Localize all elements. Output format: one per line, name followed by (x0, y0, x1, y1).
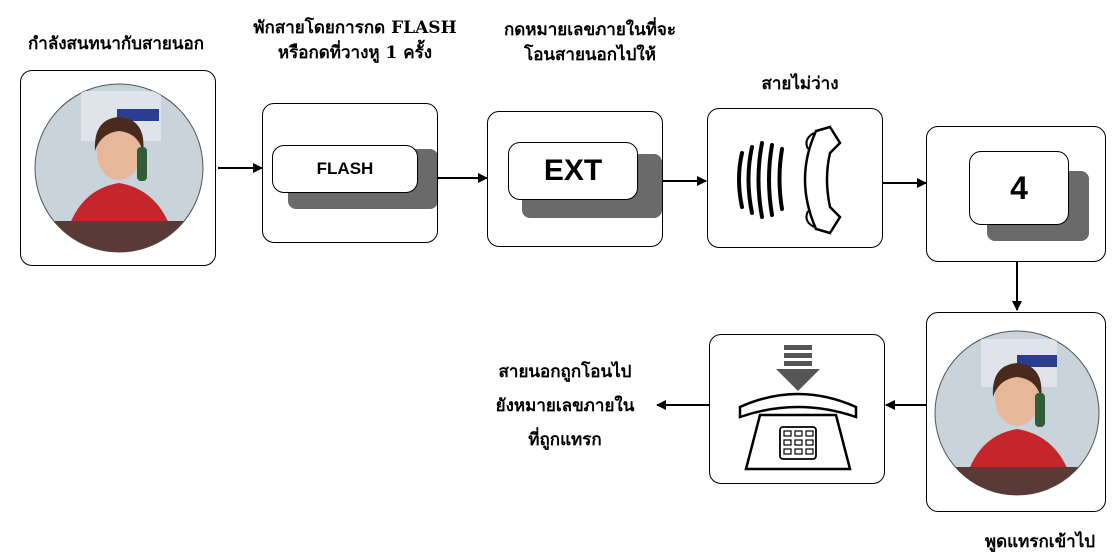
step-intrude-box (926, 312, 1106, 512)
operator-photo-intrude (934, 330, 1100, 496)
label-flash: พักสายโดยการกด FLASH หรือกดที่วางหู 1 คร… (253, 18, 457, 63)
busy-handset-icon (737, 125, 842, 235)
label-intrude: พูดแทรกเข้าไป (984, 532, 1096, 552)
desk-phone-icon (738, 345, 858, 471)
four-key: 4 (969, 151, 1069, 225)
label-ext: กดหมายเลขภายในที่จะ โอนสายนอกไปให้ (503, 20, 677, 65)
step-busy-box (707, 108, 883, 248)
step-ext-box: EXT (487, 111, 663, 247)
down-arrow-icon (776, 345, 820, 391)
label-busy: สายไม่ว่าง (761, 74, 839, 94)
step-four-box: 4 (926, 126, 1106, 262)
ext-key: EXT (508, 142, 638, 200)
step-flash-box: FLASH (262, 103, 438, 243)
label-transfer: สายนอกถูกโอนไป ยังหมายเลขภายใน ที่ถูกแทร… (495, 362, 635, 450)
label-talking: กำลังสนทนากับสายนอก (27, 34, 205, 54)
flash-key: FLASH (272, 145, 418, 193)
operator-photo (34, 83, 204, 253)
step-phone-box (709, 334, 885, 484)
step-talking-box (20, 70, 216, 266)
